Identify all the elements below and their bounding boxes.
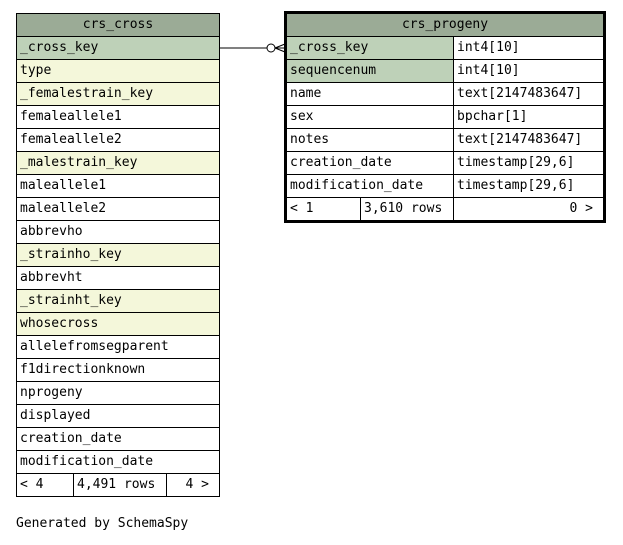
column-name: notes bbox=[290, 132, 330, 147]
column-name: _femalestrain_key bbox=[17, 83, 219, 105]
column-name: f1directionknown bbox=[20, 362, 146, 377]
column-row[interactable]: whosecross bbox=[17, 313, 219, 336]
table-footer: < 1 3,610 rows 0 > bbox=[287, 198, 603, 220]
column-name: abbrevht bbox=[20, 270, 83, 285]
column-type: text[2147483647] bbox=[453, 83, 603, 105]
column-name: nprogeny bbox=[20, 385, 83, 400]
column-row[interactable]: modification_date bbox=[17, 451, 219, 474]
column-name: _malestrain_key bbox=[17, 152, 219, 174]
column-name: sequencenum bbox=[287, 60, 453, 82]
column-row[interactable]: allelefromsegparent bbox=[17, 336, 219, 359]
column-name: type bbox=[17, 60, 219, 82]
column-row[interactable]: maleallele2 bbox=[17, 198, 219, 221]
column-row[interactable]: displayed bbox=[17, 405, 219, 428]
table-title[interactable]: crs_cross bbox=[17, 14, 219, 37]
column-name: _strainht_key bbox=[17, 290, 219, 312]
column-row[interactable]: f1directionknown bbox=[17, 359, 219, 382]
column-name: maleallele2 bbox=[20, 201, 107, 216]
column-row[interactable]: femaleallele1 bbox=[17, 106, 219, 129]
column-name: name bbox=[290, 86, 322, 101]
column-name: femaleallele2 bbox=[20, 132, 122, 147]
column-name: abbrevho bbox=[20, 224, 83, 239]
column-name: sex bbox=[290, 109, 314, 124]
column-row[interactable]: maleallele1 bbox=[17, 175, 219, 198]
column-type: bpchar[1] bbox=[453, 106, 603, 128]
column-row[interactable]: type bbox=[17, 60, 219, 83]
crowfoot-marker bbox=[274, 47, 286, 53]
column-row[interactable]: _malestrain_key bbox=[17, 152, 219, 175]
row-count: 4,491 rows bbox=[73, 474, 166, 496]
column-name: whosecross bbox=[17, 313, 219, 335]
column-row[interactable]: _strainht_key bbox=[17, 290, 219, 313]
column-name: _cross_key bbox=[17, 37, 219, 59]
parents-count[interactable]: < 4 bbox=[20, 477, 44, 492]
column-row[interactable]: abbrevho bbox=[17, 221, 219, 244]
row-count: 3,610 rows bbox=[360, 198, 453, 220]
column-row[interactable]: _femalestrain_key bbox=[17, 83, 219, 106]
column-row[interactable]: sex bpchar[1] bbox=[287, 106, 603, 129]
column-row[interactable]: modification_date timestamp[29,6] bbox=[287, 175, 603, 198]
column-name: _strainho_key bbox=[17, 244, 219, 266]
column-name: creation_date bbox=[20, 431, 122, 446]
column-name: modification_date bbox=[290, 178, 424, 193]
column-row[interactable]: _cross_key bbox=[17, 37, 219, 60]
column-name: maleallele1 bbox=[20, 178, 107, 193]
column-name: displayed bbox=[20, 408, 91, 423]
column-row[interactable]: creation_date timestamp[29,6] bbox=[287, 152, 603, 175]
column-row[interactable]: femaleallele2 bbox=[17, 129, 219, 152]
crowfoot-marker bbox=[274, 43, 286, 49]
column-row[interactable]: notes text[2147483647] bbox=[287, 129, 603, 152]
table-footer: < 4 4,491 rows 4 > bbox=[17, 474, 219, 496]
column-row[interactable]: creation_date bbox=[17, 428, 219, 451]
children-count[interactable]: 0 > bbox=[453, 198, 603, 220]
column-type: timestamp[29,6] bbox=[453, 175, 603, 197]
table-title[interactable]: crs_progeny bbox=[287, 14, 603, 37]
column-type: timestamp[29,6] bbox=[453, 152, 603, 174]
column-name: allelefromsegparent bbox=[20, 339, 169, 354]
column-name: creation_date bbox=[290, 155, 392, 170]
column-row[interactable]: _strainho_key bbox=[17, 244, 219, 267]
column-name: modification_date bbox=[20, 454, 154, 469]
parents-count[interactable]: < 1 bbox=[290, 201, 314, 216]
generated-by-text: Generated by SchemaSpy bbox=[16, 516, 189, 531]
column-name: _cross_key bbox=[287, 37, 453, 59]
column-name: femaleallele1 bbox=[20, 109, 122, 124]
children-count[interactable]: 4 > bbox=[166, 474, 219, 496]
column-type: text[2147483647] bbox=[453, 129, 603, 151]
column-type: int4[10] bbox=[453, 60, 603, 82]
column-row[interactable]: abbrevht bbox=[17, 267, 219, 290]
optional-marker bbox=[266, 43, 276, 53]
column-type: int4[10] bbox=[453, 37, 603, 59]
column-row[interactable]: nprogeny bbox=[17, 382, 219, 405]
column-row[interactable]: name text[2147483647] bbox=[287, 83, 603, 106]
